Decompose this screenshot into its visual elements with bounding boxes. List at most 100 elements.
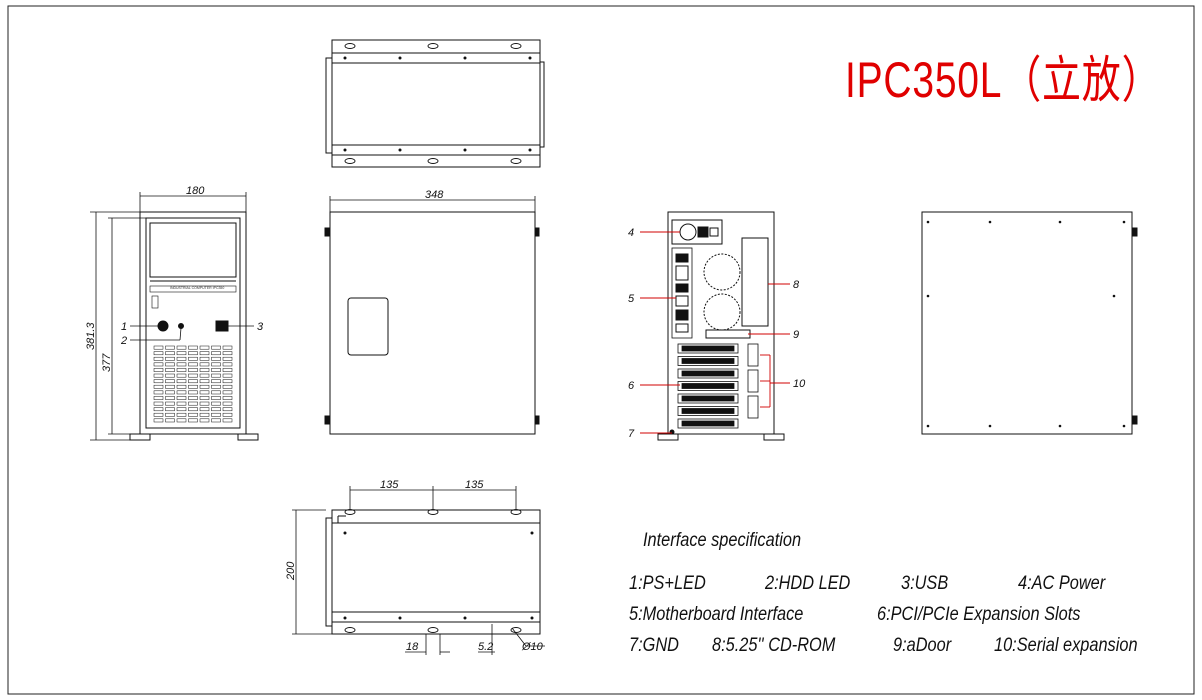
vent-slot: [222, 351, 233, 356]
vent-slot: [176, 396, 187, 400]
page-title: IPC350L（立放）: [845, 52, 1162, 108]
vent-slot: [165, 379, 175, 384]
expansion-slot-cover: [681, 370, 735, 377]
expansion-slot: [677, 368, 739, 379]
vent-slot: [188, 418, 198, 423]
spec-item-2: 2:HDD LED: [765, 573, 851, 594]
dim-hole-diameter: Ø10: [521, 641, 544, 653]
vent-slot: [153, 390, 164, 395]
dim-front-height-outer: 381.3: [85, 322, 97, 350]
vent-slot: [188, 384, 198, 389]
vent-slot: [222, 356, 233, 361]
vent-slot: [211, 407, 221, 412]
vent-slot: [211, 356, 221, 361]
vent-slot: [222, 412, 233, 417]
vent-slot: [165, 418, 175, 423]
rear-view: [657, 211, 785, 441]
vent-slot: [176, 368, 187, 372]
vent-slot: [153, 384, 164, 389]
vent-slot: [153, 368, 164, 372]
vent-slot: [199, 373, 210, 378]
vent-slot: [176, 412, 187, 417]
vent-slot: [153, 407, 164, 412]
vent-slot: [176, 407, 187, 412]
front-panel-label: INDUSTRIAL COMPUTER IPC350: [170, 286, 224, 290]
vent-slot: [199, 390, 210, 395]
dim-hole-offset: 5.2: [478, 641, 493, 653]
vent-slot: [176, 384, 187, 389]
vent-slot: [222, 407, 233, 412]
vent-slot: [211, 345, 221, 350]
vent-slot: [165, 351, 175, 356]
vent-slot: [165, 362, 175, 367]
dim-front-height-inner: 377: [101, 353, 113, 372]
vent-slot: [199, 396, 210, 400]
vent-slot: [188, 379, 198, 384]
interface-heading: Interface specification: [643, 530, 802, 551]
vent-slot: [222, 396, 233, 400]
expansion-slot: [677, 418, 739, 429]
vent-slot: [199, 384, 210, 389]
vent-slot: [199, 418, 210, 423]
vent-slot: [211, 418, 221, 423]
callout-5: 5: [628, 293, 635, 305]
vent-slot: [188, 351, 198, 356]
bottom-view: [292, 486, 545, 655]
vent-slot: [211, 390, 221, 395]
vent-slot: [188, 390, 198, 395]
expansion-slot: [677, 381, 739, 391]
vent-slot: [165, 384, 175, 389]
vent-slot: [211, 396, 221, 400]
vent-slot: [165, 401, 175, 406]
top-view: [325, 39, 545, 168]
callout-1: 1: [121, 321, 127, 333]
callout-3: 3: [257, 321, 264, 333]
vent-slot: [188, 345, 198, 350]
vent-slot: [153, 362, 164, 367]
vent-slot: [153, 351, 164, 356]
vent-slot: [211, 379, 221, 384]
dim-side-depth: 348: [425, 189, 444, 201]
vent-slot: [153, 401, 164, 406]
dim-slot-width: 18: [406, 641, 419, 653]
vent-slot: [211, 351, 221, 356]
expansion-slot-cover: [681, 345, 735, 352]
vent-slot: [176, 373, 187, 378]
callout-8: 8: [793, 279, 800, 291]
vent-slot: [188, 412, 198, 417]
vent-slot: [199, 379, 210, 384]
spec-item-4: 4:AC Power: [1018, 573, 1106, 594]
spec-item-5: 5:Motherboard Interface: [629, 604, 804, 625]
vent-slot: [199, 351, 210, 356]
spec-item-7: 7:GND: [629, 635, 679, 656]
dim-bottom-height: 200: [285, 561, 297, 581]
vent-slot: [153, 418, 164, 423]
vent-slot: [176, 379, 187, 384]
vent-slot: [165, 373, 175, 378]
vent-slot: [188, 396, 198, 400]
vent-slot: [153, 373, 164, 378]
vent-slot: [222, 345, 233, 350]
vent-slot: [222, 362, 233, 367]
spec-item-3: 3:USB: [901, 573, 949, 594]
vent-slot: [165, 407, 175, 412]
spec-item-10: 10:Serial expansion: [994, 635, 1138, 656]
front-dimensions: [90, 192, 247, 441]
vent-slot: [199, 407, 210, 412]
right-side-view: [921, 211, 1138, 435]
vent-slot: [176, 345, 187, 350]
vent-slot: [153, 412, 164, 417]
vent-slot: [176, 351, 187, 356]
vent-slot: [153, 379, 164, 384]
vent-slot: [199, 345, 210, 350]
vent-slot: [165, 345, 175, 350]
dim-bottom-spacing-left: 135: [380, 479, 399, 491]
vent-slot: [211, 362, 221, 367]
callout-2: 2: [120, 335, 127, 347]
callout-4: 4: [628, 227, 634, 239]
vent-slot: [176, 401, 187, 406]
vent-slot: [165, 390, 175, 395]
expansion-slot: [677, 393, 739, 404]
vent-slot: [188, 362, 198, 367]
